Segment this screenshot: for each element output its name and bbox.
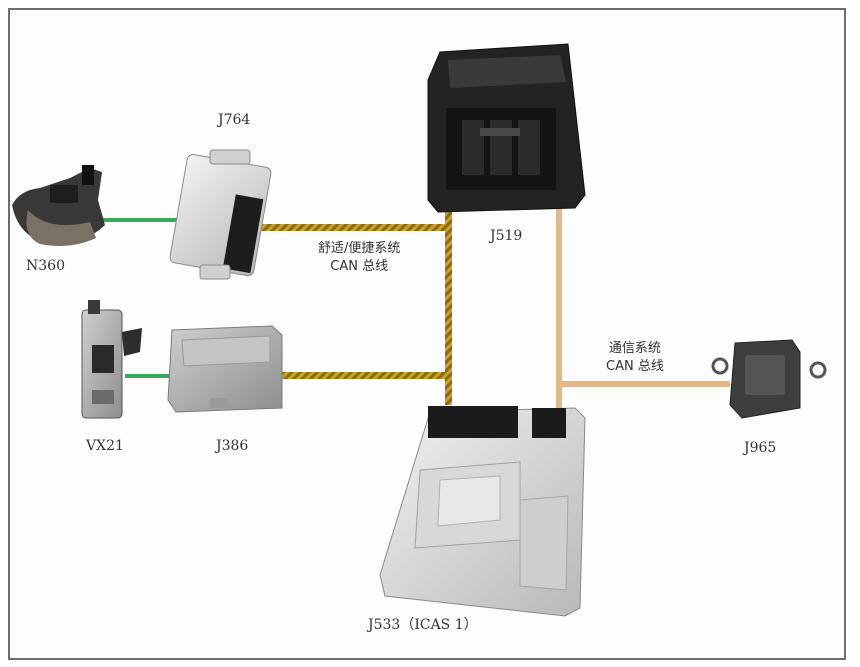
comfort-can-caption-line1: 舒适/便捷系统: [318, 241, 401, 256]
label-j965: J965: [744, 440, 777, 456]
label-j519: J519: [490, 228, 523, 244]
n360-module: [12, 165, 105, 246]
lin-link-vx21: [125, 374, 180, 378]
comm-can-bus: [556, 200, 730, 410]
label-vx21: VX21: [86, 438, 124, 454]
j386-module: [167, 325, 283, 413]
comm-can-caption: 通信系统 CAN 总线: [606, 340, 664, 376]
comm-can-caption-line1: 通信系统: [608, 341, 661, 356]
bus-segment-j764: [252, 224, 452, 231]
comm-can-caption-line2: CAN 总线: [606, 359, 664, 374]
j764-module: [169, 149, 272, 280]
comfort-can-bus: [252, 205, 452, 405]
comfort-can-caption-line2: CAN 总线: [330, 259, 389, 274]
lin-link-n360: [90, 218, 180, 222]
comfort-can-caption: 舒适/便捷系统 CAN 总线: [318, 240, 400, 276]
vx21-module: [81, 300, 142, 419]
bus-segment-j386: [278, 372, 450, 379]
bus-segment-j965: [560, 381, 730, 387]
label-j386: J386: [216, 438, 249, 454]
j533-gateway: [379, 406, 586, 617]
j519-module: [427, 43, 586, 213]
bus-vertical-j519: [445, 205, 452, 405]
label-j533: J533（ICAS 1）: [368, 617, 478, 633]
label-j764: J764: [218, 112, 251, 128]
label-n360: N360: [26, 258, 65, 274]
j965-module: [711, 339, 827, 419]
bus-vertical-j533: [556, 200, 562, 410]
